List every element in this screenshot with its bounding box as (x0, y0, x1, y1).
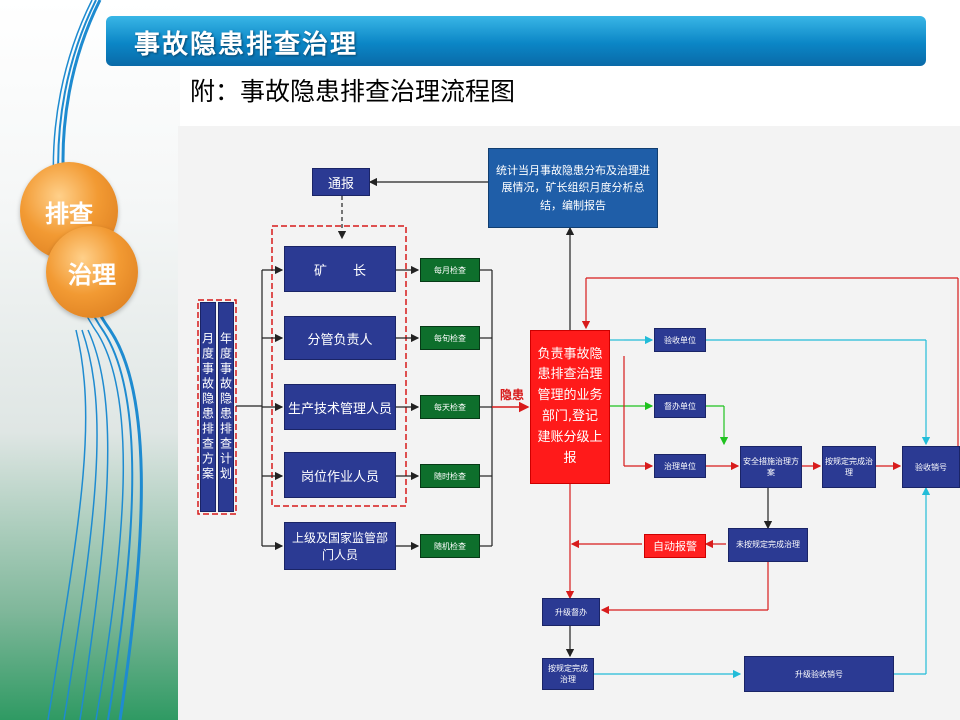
role-regulator: 上级及国家监管部门人员 (284, 522, 396, 570)
accept-unit-box: 验收单位 (654, 328, 706, 352)
check-monthly: 每月检查 (420, 258, 480, 282)
complete-on-time-box: 按规定完成治理 (822, 446, 876, 488)
supervise-unit-box: 督办单位 (654, 394, 706, 418)
check-random: 随机检查 (420, 534, 480, 558)
flowchart-connectors (197, 177, 959, 679)
role-deputy-head: 分管负责人 (284, 316, 396, 360)
notify-box: 通报 (312, 168, 370, 196)
role-post-worker: 岗位作业人员 (284, 452, 396, 498)
check-ten-day: 每旬检查 (420, 326, 480, 350)
auto-alarm-box: 自动报警 (644, 534, 706, 558)
circle-govern: 治理 (46, 226, 138, 318)
flowchart-panel: 统计当月事故隐患分布及治理进展情况，矿长组织月度分析总结，编制报告 通报 月度事… (178, 126, 960, 720)
role-tech-staff: 生产技术管理人员 (284, 384, 396, 430)
role-mine-director: 矿 长 (284, 246, 396, 292)
accept-cancel-box: 验收销号 (902, 446, 960, 488)
flowchart-subtitle: 附：事故隐患排查治理流程图 (190, 77, 516, 106)
title-banner: 事故隐患排查治理 (106, 16, 926, 66)
check-anytime: 随时检查 (420, 464, 480, 488)
govern-unit-box: 治理单位 (654, 454, 706, 478)
upgrade-accept-box: 升级验收销号 (744, 656, 894, 692)
decor-swoosh (47, 0, 143, 720)
yearly-plan-box: 年度事故隐患排查计划 (218, 302, 234, 512)
slide-title: 事故隐患排查治理 (134, 30, 359, 60)
monthly-stats-box: 统计当月事故隐患分布及治理进展情况，矿长组织月度分析总结，编制报告 (488, 148, 658, 228)
check-daily: 每天检查 (420, 395, 480, 419)
central-dept-box: 负责事故隐患排查治理管理的业务部门,登记建账分级上报 (530, 330, 610, 484)
hazard-label: 隐患 (499, 387, 524, 402)
safety-plan-box: 安全措施治理方案 (740, 446, 802, 488)
not-complete-box: 未按规定完成治理 (728, 528, 808, 562)
upgrade-supervise-box: 升级督办 (542, 598, 600, 626)
monthly-plan-box: 月度事故隐患排查方案 (200, 302, 216, 512)
complete-after-box: 按规定完成治理 (542, 658, 594, 690)
